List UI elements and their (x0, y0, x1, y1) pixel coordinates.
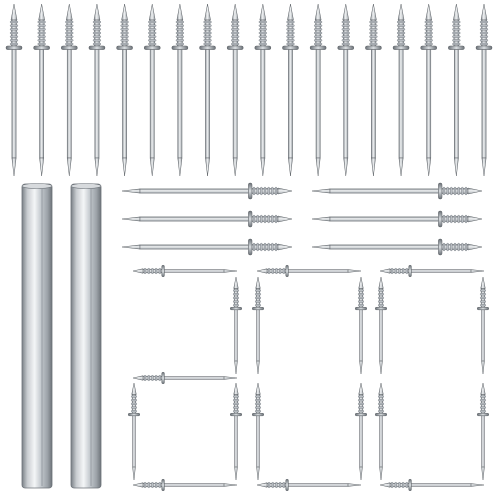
small-horizontal-nail (379, 264, 485, 278)
vertical-nail (199, 3, 216, 177)
horizontal-nail-block (121, 182, 483, 256)
vertical-nail (226, 3, 244, 177)
sleeve-tube (21, 183, 53, 489)
small-horizontal-nail (132, 371, 238, 385)
vertical-nail (282, 3, 299, 177)
vertical-nail (5, 3, 23, 177)
small-vertical-nail (354, 382, 368, 481)
sleeve-tubes (21, 183, 102, 489)
vertical-nail (33, 3, 50, 177)
horizontal-nail (121, 182, 293, 200)
small-vertical-nail (354, 276, 368, 375)
vertical-nail (254, 3, 272, 177)
small-horizontal-nail (379, 478, 485, 492)
small-vertical-nail (229, 382, 243, 481)
vertical-nail (143, 3, 161, 177)
small-horizontal-nail (132, 478, 238, 492)
small-horizontal-nail (256, 264, 362, 278)
small-vertical-nail (374, 276, 388, 375)
vertical-nail (88, 3, 106, 177)
vertical-nail (392, 3, 410, 177)
small-nails-layout (127, 264, 490, 492)
sleeve-tube (70, 183, 102, 489)
horizontal-nail (121, 210, 293, 228)
small-vertical-nail (251, 276, 265, 375)
horizontal-nail (311, 182, 483, 200)
vertical-nail (420, 3, 437, 177)
vertical-nail (475, 3, 493, 177)
horizontal-nail (121, 238, 293, 256)
small-vertical-nail (251, 382, 265, 481)
vertical-nail (448, 3, 465, 177)
small-vertical-nail (476, 276, 490, 375)
vertical-nail (337, 3, 355, 177)
vertical-nail (116, 3, 133, 177)
vertical-nail (309, 3, 327, 177)
small-horizontal-nail (256, 478, 362, 492)
horizontal-nail (311, 238, 483, 256)
vertical-nail (171, 3, 189, 177)
small-vertical-nail (374, 382, 388, 481)
vertical-nail-row (5, 3, 493, 177)
small-vertical-nail (127, 382, 141, 481)
small-horizontal-nail (132, 264, 238, 278)
small-vertical-nail (476, 382, 490, 481)
vertical-nail (61, 3, 78, 177)
vertical-nail (365, 3, 382, 177)
horizontal-nail (311, 210, 483, 228)
small-vertical-nail (229, 276, 243, 375)
